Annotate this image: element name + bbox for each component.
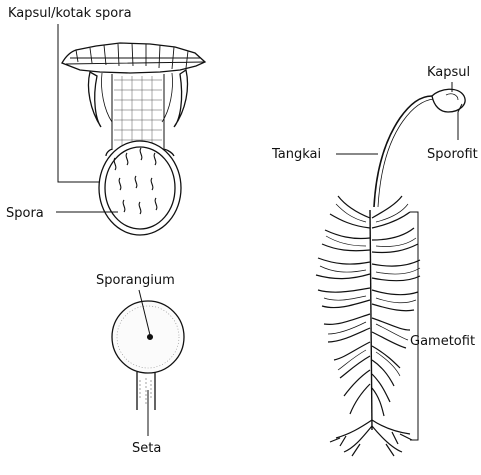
moss-plant [316, 89, 465, 456]
seta-label: Seta [132, 442, 161, 455]
spora-label: Spora [6, 207, 44, 220]
capsule-box-label: Kapsul/kotak spora [8, 7, 132, 20]
tangkai-label: Tangkai [272, 148, 321, 161]
capsule-cross-section [62, 43, 205, 235]
sporofit-label: Sporofit [427, 148, 478, 161]
kapsul-label: Kapsul [427, 66, 470, 79]
sporangium-label: Sporangium [96, 274, 175, 287]
gametofit-label: Gametofit [410, 335, 475, 348]
